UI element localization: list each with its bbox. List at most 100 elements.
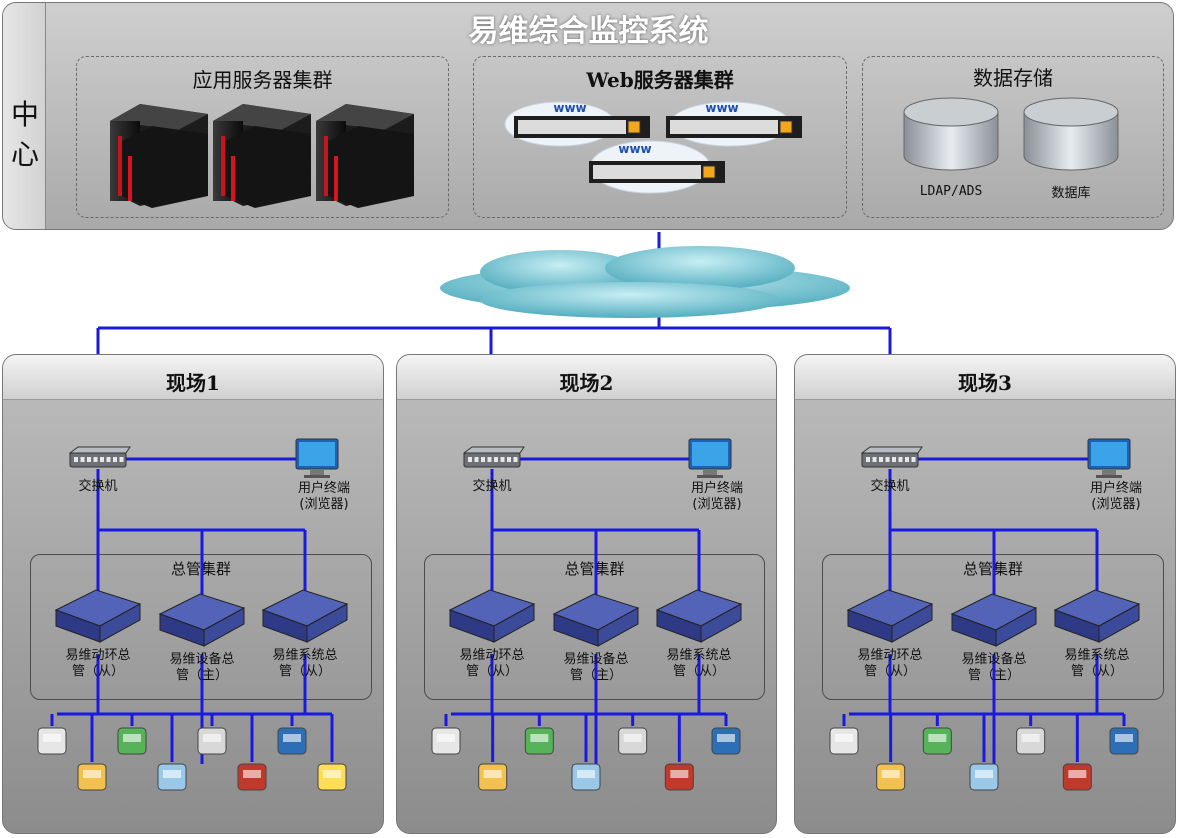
manager-label: 易维设备总 [961,652,1027,667]
light-bulb-icon [711,727,741,755]
switch-label: 交换机 [870,479,910,494]
led-display-icon [524,727,554,755]
general-manager-device-icon [950,593,1038,647]
windows-icon [829,727,859,755]
server-tower-icon [316,104,414,208]
terminal-label: 用户终端 [1089,481,1142,496]
manager-label: 易维设备总 [169,652,235,667]
manager-label: 易维系统总 [1064,648,1130,663]
manager-sublabel: 管（从） [278,664,331,679]
web-server-group-title: Web服务器集群 [586,68,734,92]
general-manager-device-icon [54,589,142,643]
service-icon [1109,727,1139,755]
server-tower-icon [110,104,208,208]
ups-icon [431,727,461,755]
access-gate-icon [478,763,508,791]
site-header [397,355,776,400]
air-sensor-icon [277,727,307,755]
www-server-icon: www [589,142,725,183]
general-manager-device-icon [655,589,743,643]
manager-sublabel: 管（主） [569,668,622,683]
www-server-icon: www [514,101,650,138]
site-header [795,355,1175,400]
www-tag: www [618,142,651,156]
general-manager-device-icon [448,589,536,643]
storage-illustration [903,97,1119,171]
manager-sublabel: 管（从） [71,664,124,679]
general-manager-device-icon [261,589,349,643]
network-switch-icon [571,763,601,791]
storage-group [862,56,1164,218]
web-servers-illustration: www www www [504,101,802,194]
switch-label: 交换机 [472,479,512,494]
manager-label: 易维动环总 [65,648,131,663]
manager-label: 易维动环总 [459,648,525,663]
manager-sublabel: 管（主） [175,668,228,683]
site-header [3,355,383,400]
page-title: 易维综合监控系统 [468,14,709,49]
internet-cloud-icon [440,246,850,318]
network-switch-icon [462,446,525,468]
ceiling-detector-icon [237,763,267,791]
manager-label: 易维系统总 [666,648,732,663]
manager-sublabel: 管（从） [1070,664,1123,679]
app-server-group [76,56,449,218]
www-tag: www [553,101,586,115]
manager-label: 易维设备总 [563,652,629,667]
storage-item-database: 数据库 [1051,186,1091,201]
manager-sublabel: 管（从） [863,664,916,679]
server-icon [618,727,648,755]
general-manager-device-icon [846,589,934,643]
manager-sublabel: 管（从） [465,664,518,679]
network-switch-icon [860,446,923,468]
storage-group-title: 数据存储 [973,66,1053,90]
storage-item-ldap: LDAP/ADS [919,184,983,199]
server-tower-icon [213,104,311,208]
door-sensor-icon [317,763,347,791]
web-server-group [473,56,847,218]
manager-label: 易维动环总 [857,648,923,663]
site-network [431,438,743,791]
power-module-icon [157,763,187,791]
folder-icon [1062,763,1092,791]
terminal-sublabel: (浏览器) [299,497,349,512]
manager-cluster-title: 总管集群 [564,560,625,578]
thermometer-icon [77,763,107,791]
monitor-icon [1087,438,1131,478]
globe-icon [969,763,999,791]
general-manager-device-icon [158,593,246,647]
unix-icon [922,727,952,755]
app-server-group-title: 应用服务器集群 [192,68,333,92]
escalator-icon [664,763,694,791]
switch-label: 交换机 [78,479,118,494]
www-tag: www [705,101,738,115]
general-manager-device-icon [552,593,640,647]
database-icon [903,97,999,171]
terminal-sublabel: (浏览器) [1091,497,1141,512]
manager-label: 易维系统总 [272,648,338,663]
center-label: 中心 [11,98,40,171]
database-icon [1023,97,1119,171]
terminal-label: 用户终端 [297,481,350,496]
www-server-icon: www [666,101,802,138]
power-meter-icon [197,727,227,755]
site-network [37,438,349,791]
app-servers-illustration [110,104,414,208]
site-title: 现场3 [958,371,1012,395]
network-switch-icon [68,446,131,468]
site-network [829,438,1141,791]
manager-sublabel: 管（从） [672,664,725,679]
site-panel: 现场1 [2,354,384,834]
water-sensor-icon [117,727,147,755]
terminal-label: 用户终端 [690,481,743,496]
monitor-icon [688,438,732,478]
site-title: 现场1 [166,371,220,395]
network-app-icon [1016,727,1046,755]
monitor-icon [295,438,339,478]
terminal-sublabel: (浏览器) [692,497,742,512]
general-manager-device-icon [1053,589,1141,643]
gear-icon [876,763,906,791]
center-side-strip [3,3,46,229]
manager-sublabel: 管（主） [967,668,1020,683]
